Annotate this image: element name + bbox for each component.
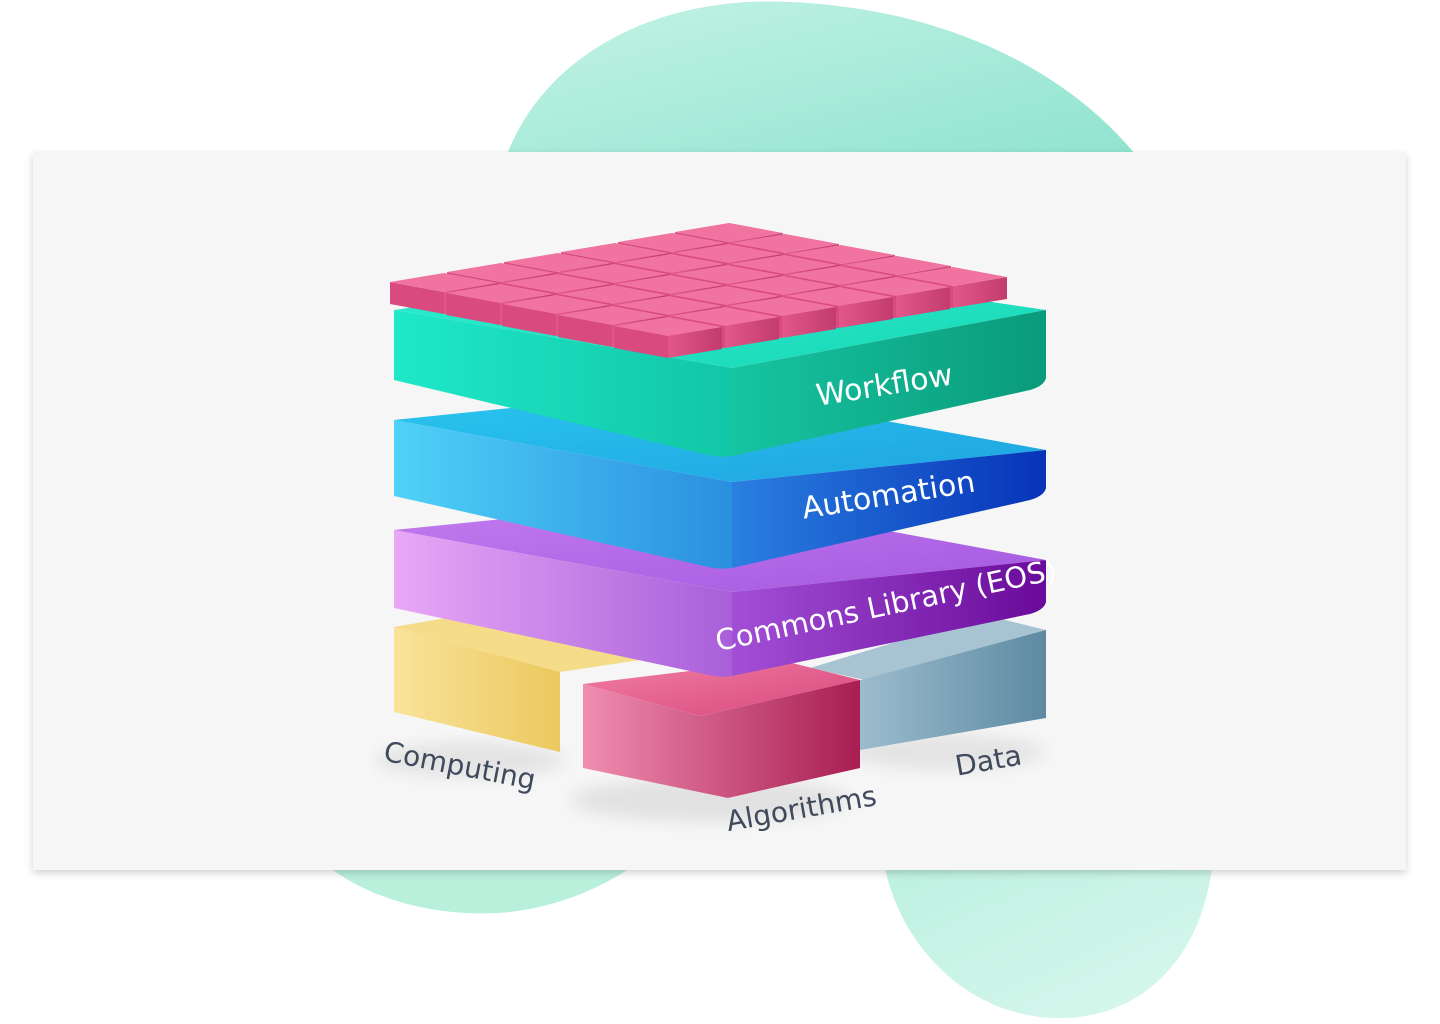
background-blob-bottom-left bbox=[330, 868, 630, 914]
workflow-tile-grid bbox=[390, 223, 1007, 358]
computing-block bbox=[375, 615, 640, 778]
workflow-tile bbox=[614, 317, 722, 358]
background-blob-bottom-right bbox=[885, 868, 1212, 1019]
algorithms-block bbox=[570, 660, 860, 822]
background-blob-top bbox=[505, 1, 1140, 160]
data-block bbox=[810, 615, 1046, 770]
